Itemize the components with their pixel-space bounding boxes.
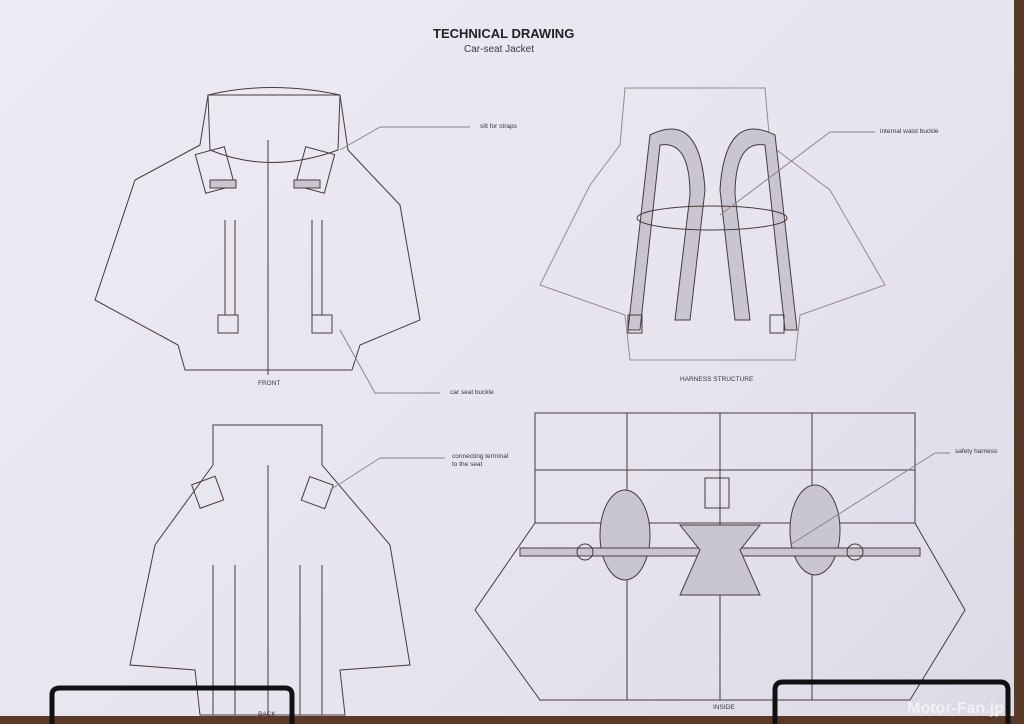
callout-safety-harness: safety harness: [955, 448, 998, 455]
harness-structure-drawing: [539, 87, 886, 361]
watermark-logo: Motor-Fan.jp: [907, 700, 1004, 717]
back-jacket-drawing: [129, 424, 445, 716]
view-label-back: BACK: [258, 711, 276, 718]
callout-slit-for-straps: slit for straps: [480, 123, 517, 130]
front-jacket-drawing: [94, 87, 470, 394]
display-stand: [49, 679, 1011, 724]
inside-jacket-drawing: [474, 412, 966, 701]
callout-connecting-terminal-line1: connecting terminal: [452, 453, 509, 460]
drawing-title: TECHNICAL DRAWING: [433, 26, 575, 41]
view-label-inside: INSIDE: [713, 704, 735, 711]
callout-connecting-terminal-line2: to the seat: [452, 461, 483, 468]
callout-car-seat-buckle: car seat buckle: [450, 389, 494, 396]
view-label-harness: HARNESS STRUCTURE: [680, 376, 754, 383]
technical-drawing-sheet: [0, 0, 1014, 716]
callout-internal-waist-buckle: internal waist buckle: [880, 128, 939, 135]
view-label-front: FRONT: [258, 380, 281, 387]
drawing-subtitle: Car-seat Jacket: [464, 44, 535, 55]
